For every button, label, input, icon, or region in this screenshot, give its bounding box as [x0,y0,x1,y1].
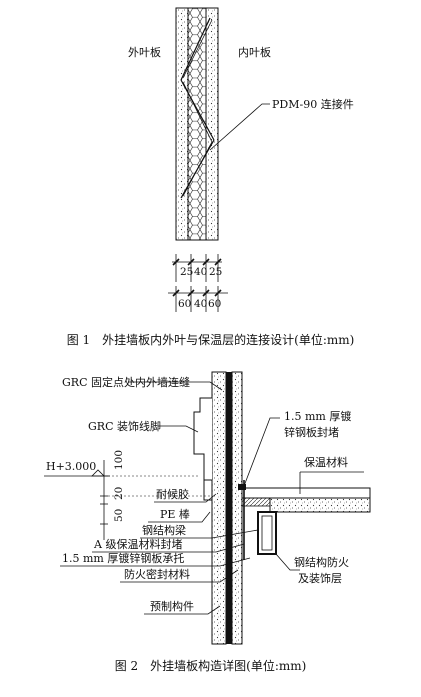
leader-fire-seal [92,543,245,553]
figure-2-caption: 图 2 外挂墙板构造详图(单位:mm) [115,658,307,673]
inner-leaf-panel [205,7,219,241]
figure-1: 外叶板 内叶板 PDM-90 连接件 25 40 25 [67,7,355,347]
dim-100: 100 [113,450,125,470]
dim-60-right: 60 [208,298,221,310]
label-fire-finish-2: 及装饰层 [298,571,342,585]
label-insulation: 保温材料 [304,455,348,469]
label-support: 1.5 mm 厚镀锌钢板承托 [62,551,184,565]
joint-detail [203,480,212,501]
label-fire-finish-1: 钢结构防火 [294,555,349,569]
floor-slab-top [241,487,371,499]
label-seal-plate-2: 锌钢板封堵 [284,425,339,439]
label-fire-sealant: 防火密封材料 [124,567,190,581]
leader-support [60,557,251,567]
outer-panel-section [211,371,227,645]
figure-1-caption: 图 1 外挂墙板内外叶与保温层的连接设计(单位:mm) [67,332,355,347]
leader-skirting [158,425,199,433]
grc-skirting-profile [193,397,212,481]
elevation-marker: H+3.000 [44,460,110,477]
leader-fire-sealant [120,569,239,583]
inner-leaf-label: 内叶板 [238,45,271,59]
label-sealant: 耐候胶 [156,487,189,501]
left-dimension-chain: 100 20 50 [100,450,210,540]
dim-25-left: 25 [180,266,193,278]
label-fire-seal: A 级保温材料封堵 [93,537,182,551]
connector-label: PDM-90 连接件 [272,98,354,111]
outer-leaf-panel [175,7,189,241]
leader-seal-plate [243,417,280,487]
leader-pe-rod [148,511,211,523]
dim-50: 50 [113,509,125,522]
connector-line [182,19,213,79]
label-joint: GRC 固定点处内外墙连缝 [62,375,190,389]
label-skirting: GRC 装饰线脚 [88,419,161,433]
dim-40-top: 40 [194,266,207,278]
insulation-fill [241,497,271,507]
leader-fire-finish [275,553,300,571]
seal-block [238,484,246,490]
dim-20: 20 [113,487,125,500]
leader-precast [144,605,221,615]
insulation-band [226,372,232,644]
dim-60-left: 60 [178,298,191,310]
leader-steel-beam [140,529,259,539]
inner-panel-section [231,371,243,645]
dim-40-bottom: 40 [194,298,207,310]
connector-line [182,81,213,143]
figure-2: H+3.000 100 20 50 GRC 固定点处内外墙连缝 GRC 装饰线脚… [44,371,371,673]
dimension-row-bottom: 60 40 60 [168,286,228,312]
dimension-row-top: 25 40 25 [172,254,222,282]
connector-leader [209,103,270,151]
label-steel-beam: 钢结构梁 [142,523,186,537]
connector-line [180,17,211,81]
label-precast: 预制构件 [150,599,194,613]
steel-beam-web [261,515,273,551]
elevation-label: H+3.000 [46,460,96,473]
leader-joint [128,381,223,391]
dim-25-right: 25 [209,266,222,278]
label-pe-rod: PE 棒 [160,507,190,521]
outer-leaf-label: 外叶板 [128,45,161,59]
label-seal-plate-1: 1.5 mm 厚镀 [284,409,351,423]
connector-line [182,141,213,197]
floor-slab [269,497,371,513]
leader-sealant [154,493,217,503]
